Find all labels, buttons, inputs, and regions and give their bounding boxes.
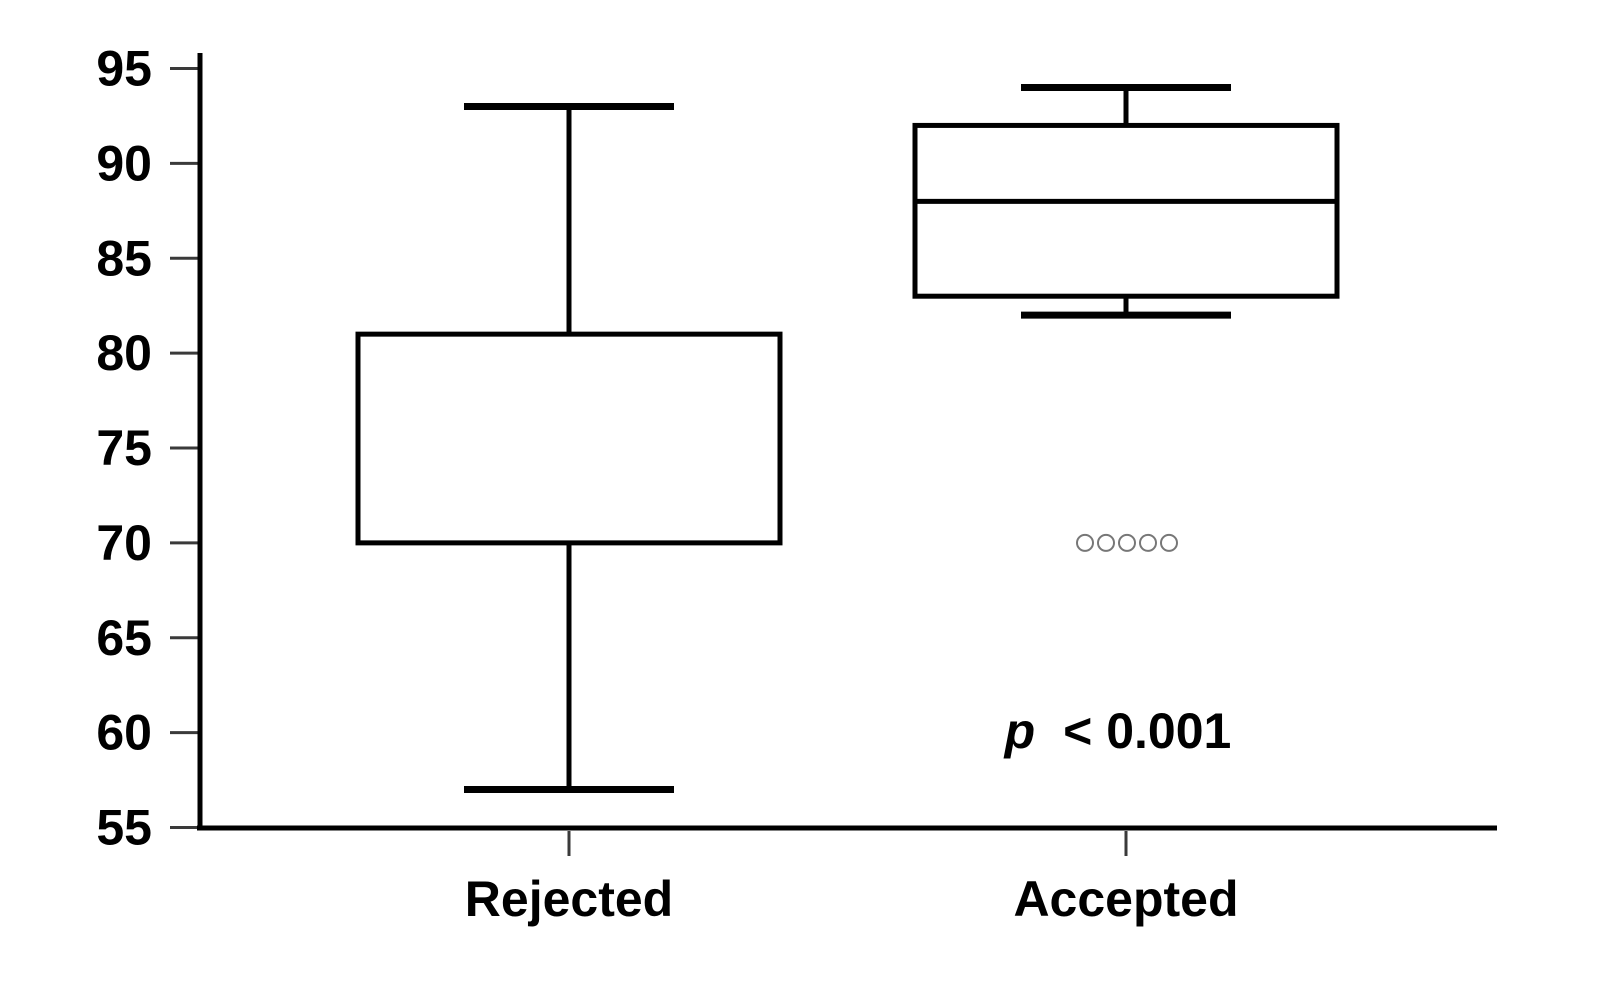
y-tick-label: 90 <box>96 135 152 191</box>
outlier-point-accepted <box>1097 533 1115 552</box>
p-value-rest: < 0.001 <box>1063 703 1231 759</box>
box-accepted <box>912 122 1340 299</box>
outlier-point-accepted <box>1076 533 1094 552</box>
outlier-point-accepted <box>1160 533 1178 552</box>
y-tick-label: 65 <box>96 610 152 666</box>
outlier-point-accepted <box>1118 533 1136 552</box>
category-label-rejected: Rejected <box>465 871 673 927</box>
p-value-annotation: p < 0.001 <box>1003 703 1232 759</box>
y-tick-label: 55 <box>96 800 152 856</box>
y-tick-label: 80 <box>96 325 152 381</box>
y-tick-label: 70 <box>96 515 152 571</box>
box-rejected <box>355 331 783 546</box>
y-tick-label: 60 <box>96 705 152 761</box>
p-value-italic-p: p <box>1003 703 1036 759</box>
y-tick-label: 95 <box>96 41 152 97</box>
y-tick-label: 75 <box>96 420 152 476</box>
y-tick-label: 85 <box>96 230 152 286</box>
category-label-accepted: Accepted <box>1013 871 1238 927</box>
outlier-point-accepted <box>1139 533 1157 552</box>
